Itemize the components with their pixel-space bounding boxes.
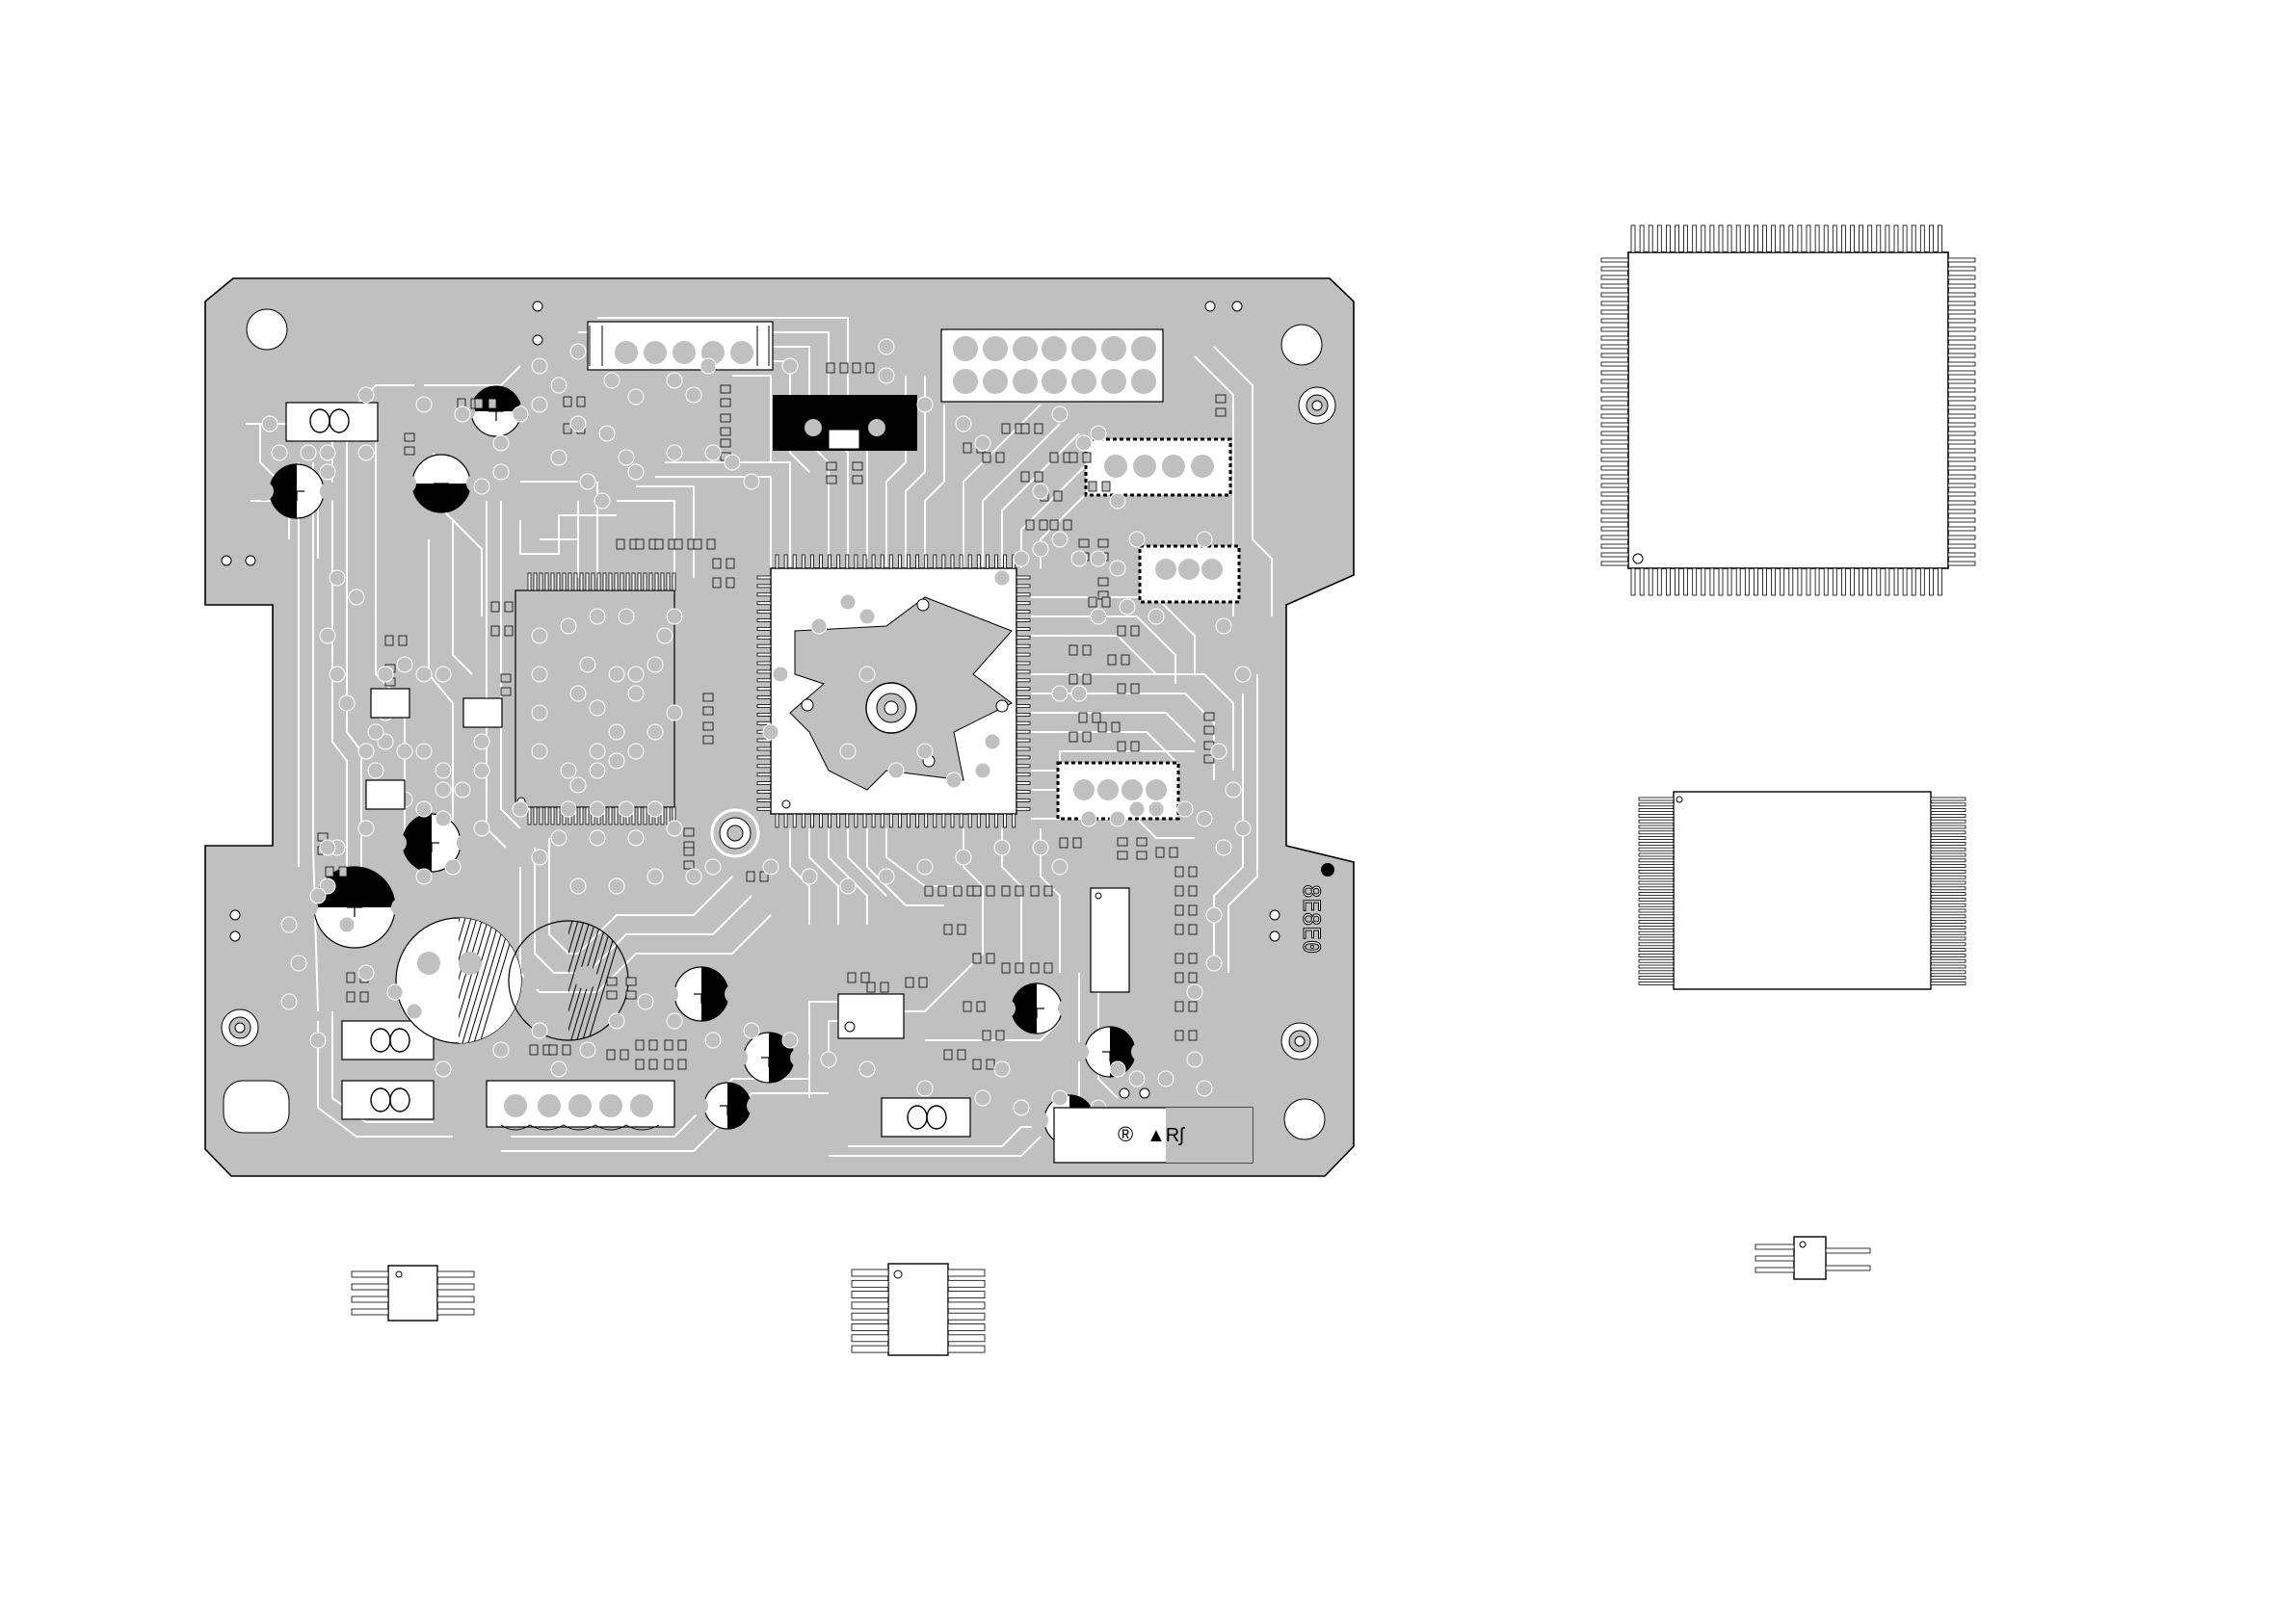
top-header-pads [941,329,1163,402]
id-label-box: ® ▲Rʃ [1054,1108,1253,1163]
bottom-connector [487,1081,674,1130]
tsop-footprint [1639,792,1966,989]
board-id-text: ▲Rʃ [1147,1125,1185,1146]
board-id-marks: ® [1118,1122,1133,1146]
board-side-code: 8E8E0 [1298,884,1325,954]
right-connector-b [1140,546,1239,602]
ssop16-footprint [852,1264,985,1355]
top-left-connector [588,322,773,370]
qfp-footprint [1601,225,1975,595]
sot-footprint [1755,1237,1870,1279]
pcb-board: ® ▲Rʃ 8E8E0 [205,278,1354,1176]
black-connector [773,395,917,451]
soic8-footprint [352,1266,474,1321]
